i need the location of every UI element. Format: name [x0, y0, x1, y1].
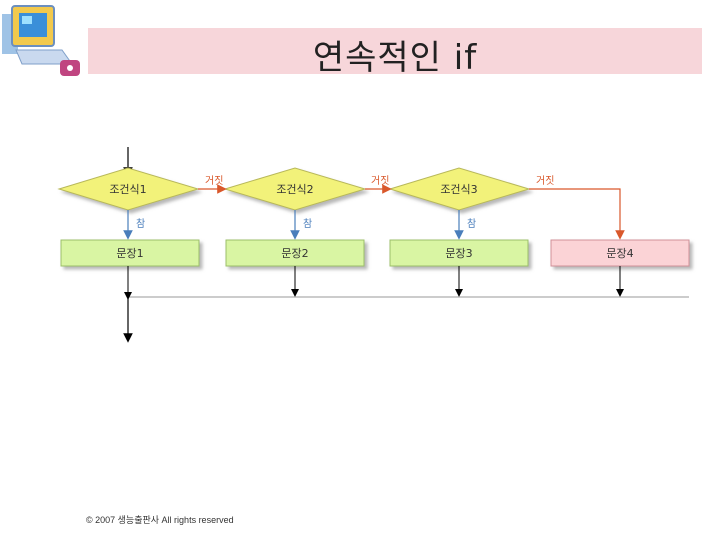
statement-1-label: 문장1	[116, 247, 143, 260]
statement-3-label: 문장3	[445, 247, 472, 260]
statement-1: 문장1	[60, 239, 200, 267]
page-title: 연속적인 if	[312, 38, 478, 78]
false-label-1: 거짓	[205, 175, 223, 187]
false-label-3: 거짓	[536, 175, 554, 187]
condition-1: 조건식1	[57, 167, 200, 211]
true-label-1: 참	[136, 218, 145, 230]
false-label-2: 거짓	[371, 175, 389, 187]
statement-2-label: 문장2	[281, 247, 308, 260]
title-bar: 연속적인 if	[88, 28, 702, 78]
condition-2: 조건식2	[223, 167, 367, 211]
condition-3-label: 조건식3	[440, 183, 477, 196]
true-label-3: 참	[467, 218, 476, 230]
true-label-2: 참	[303, 218, 312, 230]
computer-clipart-logo	[2, 2, 86, 80]
condition-3: 조건식3	[388, 167, 531, 211]
statement-3: 문장3	[389, 239, 529, 267]
condition-1-label: 조건식1	[109, 183, 146, 196]
false-arrow-3	[529, 188, 625, 240]
statement-4: 문장4	[550, 239, 690, 267]
condition-2-label: 조건식2	[276, 183, 313, 196]
statement-2: 문장2	[225, 239, 365, 267]
statement-4-label: 문장4	[606, 247, 633, 260]
copyright-footer: © 2007 생능출판사 All rights reserved	[86, 515, 234, 525]
